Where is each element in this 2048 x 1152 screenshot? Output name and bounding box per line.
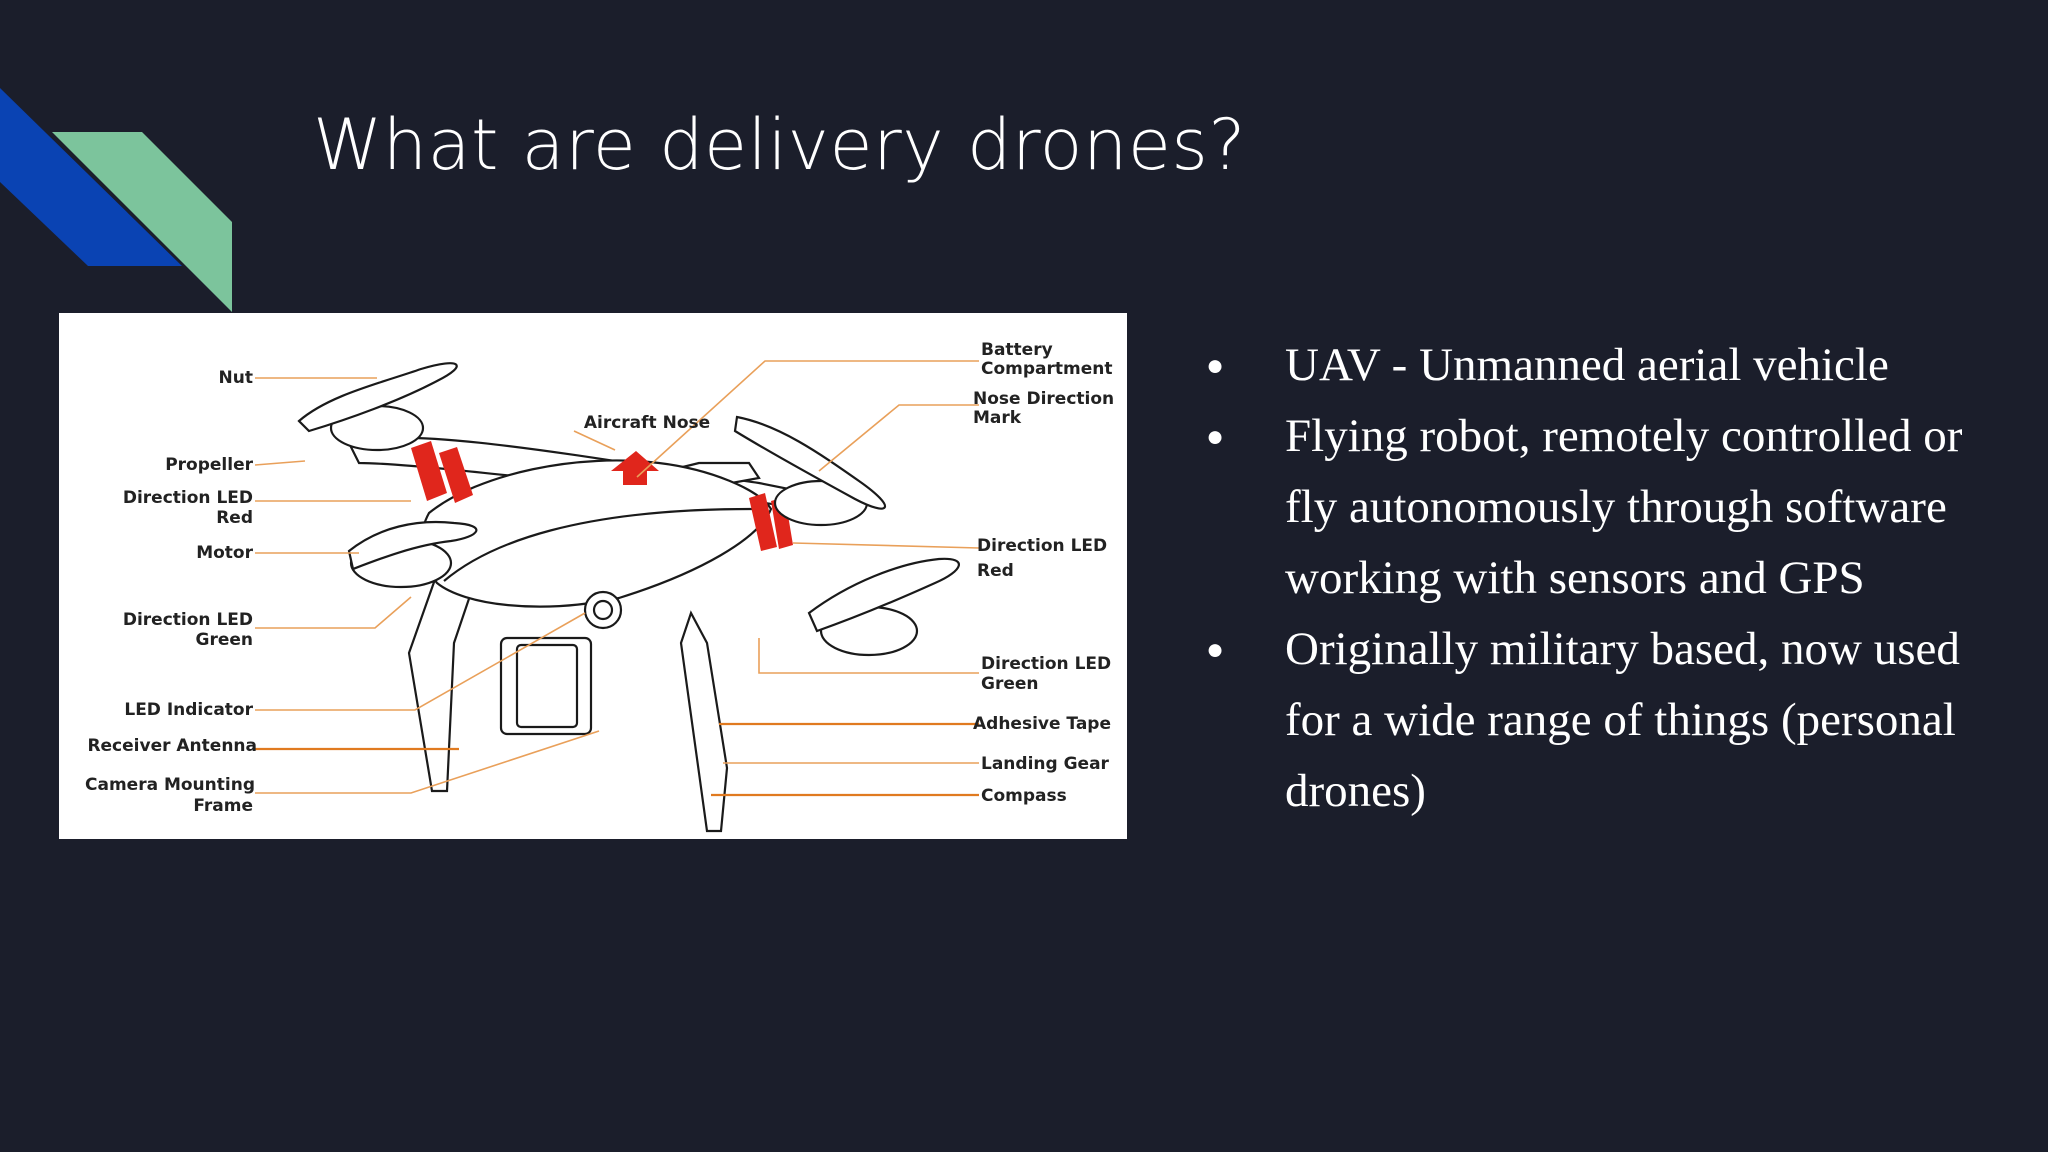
label-aircraft-nose: Aircraft Nose bbox=[584, 413, 710, 433]
camera-mount bbox=[499, 636, 593, 736]
leader-nose-direction-mark bbox=[818, 404, 979, 472]
red-stripe-right bbox=[749, 493, 777, 551]
camera-body bbox=[515, 643, 579, 729]
leader-led-indicator bbox=[255, 612, 586, 711]
red-stripe-left-2 bbox=[439, 447, 473, 503]
aircraft-nose-arrow bbox=[611, 451, 659, 485]
propeller-front-right bbox=[807, 557, 960, 633]
bullet-item: Flying robot, remotely controlled or fly… bbox=[1206, 401, 2006, 614]
label-nose-direction-mark-2: Mark bbox=[973, 408, 1022, 428]
corner-accent-shapes bbox=[0, 88, 232, 312]
label-landing-gear: Landing Gear bbox=[981, 754, 1110, 774]
leader-battery-compartment bbox=[636, 360, 979, 478]
accent-blue-stripe bbox=[0, 88, 182, 266]
leader-direction-led-red-right bbox=[792, 542, 980, 549]
drone-body-ridge bbox=[443, 507, 760, 582]
landing-gear-left bbox=[407, 566, 479, 793]
label-receiver-antenna: Receiver Antenna bbox=[87, 736, 257, 756]
landing-gear-right bbox=[679, 610, 729, 833]
label-compass: Compass bbox=[981, 786, 1067, 806]
leader-aircraft-nose bbox=[573, 430, 616, 451]
label-direction-led-red-left: Direction LED bbox=[123, 488, 253, 508]
label-direction-led-red-right: Direction LED bbox=[977, 536, 1107, 556]
label-direction-led-green-left-2: Green bbox=[196, 630, 254, 650]
propeller-front-left bbox=[347, 520, 478, 571]
label-direction-led-red-right-2: Red bbox=[977, 561, 1014, 581]
label-led-indicator: LED Indicator bbox=[124, 700, 253, 720]
label-adhesive-tape: Adhesive Tape bbox=[973, 714, 1111, 734]
label-direction-led-green-right: Direction LED bbox=[981, 654, 1111, 674]
red-stripe-left bbox=[411, 441, 447, 501]
accent-green-stripe bbox=[52, 132, 232, 312]
label-camera-mounting-frame-2: Frame bbox=[193, 796, 253, 816]
label-direction-led-red-left-2: Red bbox=[216, 508, 253, 528]
led-indicator-dot bbox=[592, 599, 614, 621]
label-battery-compartment: Battery bbox=[981, 340, 1053, 360]
propeller-back-right bbox=[733, 415, 887, 510]
leader-propeller bbox=[254, 460, 306, 466]
label-camera-mounting-frame: Camera Mounting bbox=[85, 775, 255, 795]
label-direction-led-green-right-2: Green bbox=[981, 674, 1039, 694]
label-battery-compartment-2: Compartment bbox=[981, 359, 1113, 379]
label-nut: Nut bbox=[219, 368, 253, 388]
label-direction-led-green-left: Direction LED bbox=[123, 610, 253, 630]
bullet-item: Originally military based, now used for … bbox=[1206, 614, 2006, 827]
drone-diagram: Nut Propeller Direction LED Red Motor Di… bbox=[59, 313, 1127, 839]
bullet-list: UAV - Unmanned aerial vehicle Flying rob… bbox=[1206, 330, 2006, 827]
leader-direction-led-green-left bbox=[255, 596, 412, 629]
label-nose-direction-mark: Nose Direction bbox=[973, 389, 1114, 409]
led-indicator-ring bbox=[583, 590, 623, 630]
label-motor: Motor bbox=[196, 543, 253, 563]
slide-title: What are delivery drones? bbox=[313, 104, 1247, 186]
drone-diagram-svg: Nut Propeller Direction LED Red Motor Di… bbox=[85, 340, 1114, 833]
leader-camera-mounting-frame bbox=[255, 730, 600, 794]
propeller-back-left bbox=[297, 362, 458, 433]
drone-body bbox=[420, 459, 773, 608]
leader-direction-led-green-right bbox=[758, 638, 979, 674]
bullet-item: UAV - Unmanned aerial vehicle bbox=[1206, 330, 2006, 401]
label-propeller: Propeller bbox=[165, 455, 253, 475]
